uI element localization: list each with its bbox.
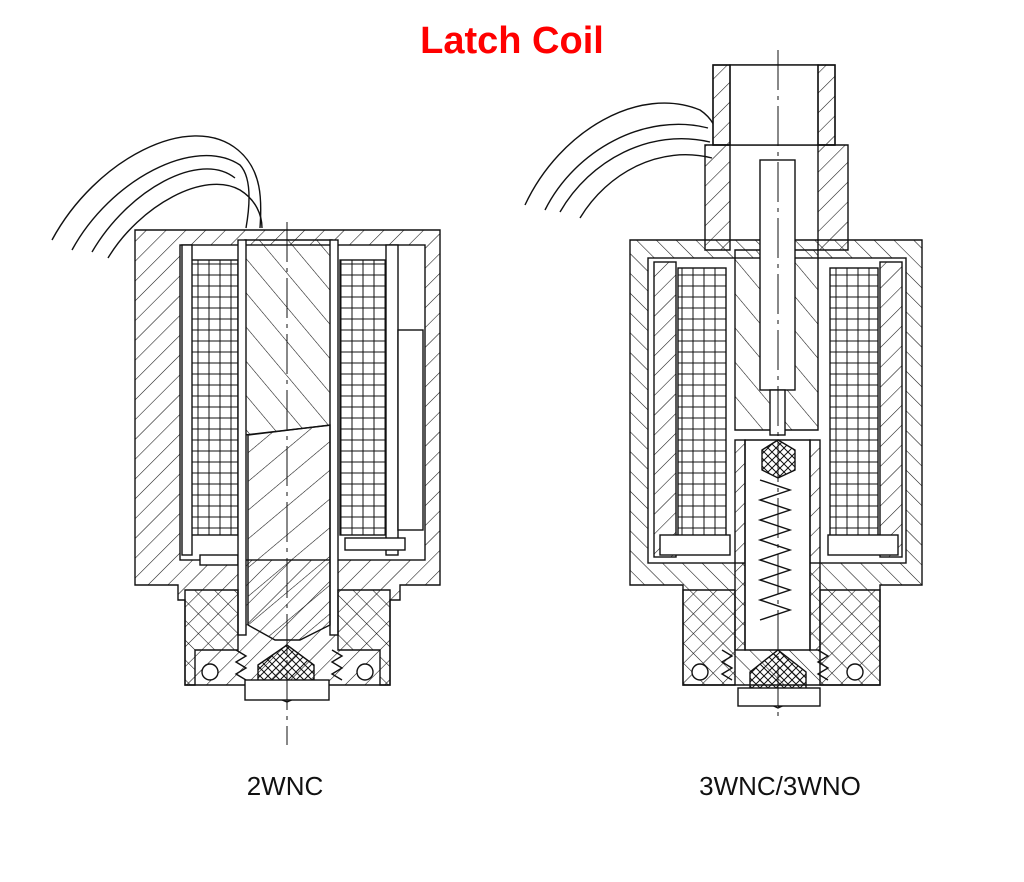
spring — [757, 479, 793, 621]
coil-winding — [189, 259, 239, 536]
diagram-label-2wnc: 2WNC — [246, 771, 324, 801]
diagram-2wnc — [51, 135, 441, 745]
lead-wire — [51, 135, 262, 241]
page-title: Latch Coil — [420, 20, 604, 62]
pole-piece — [244, 239, 333, 436]
spring — [234, 649, 248, 681]
plunger — [247, 424, 331, 641]
diagram-label-3wnc-3wno: 3WNC/3WNO — [699, 771, 861, 801]
coil-winding — [677, 267, 727, 537]
diagram-3wnc-3wno — [524, 50, 923, 718]
